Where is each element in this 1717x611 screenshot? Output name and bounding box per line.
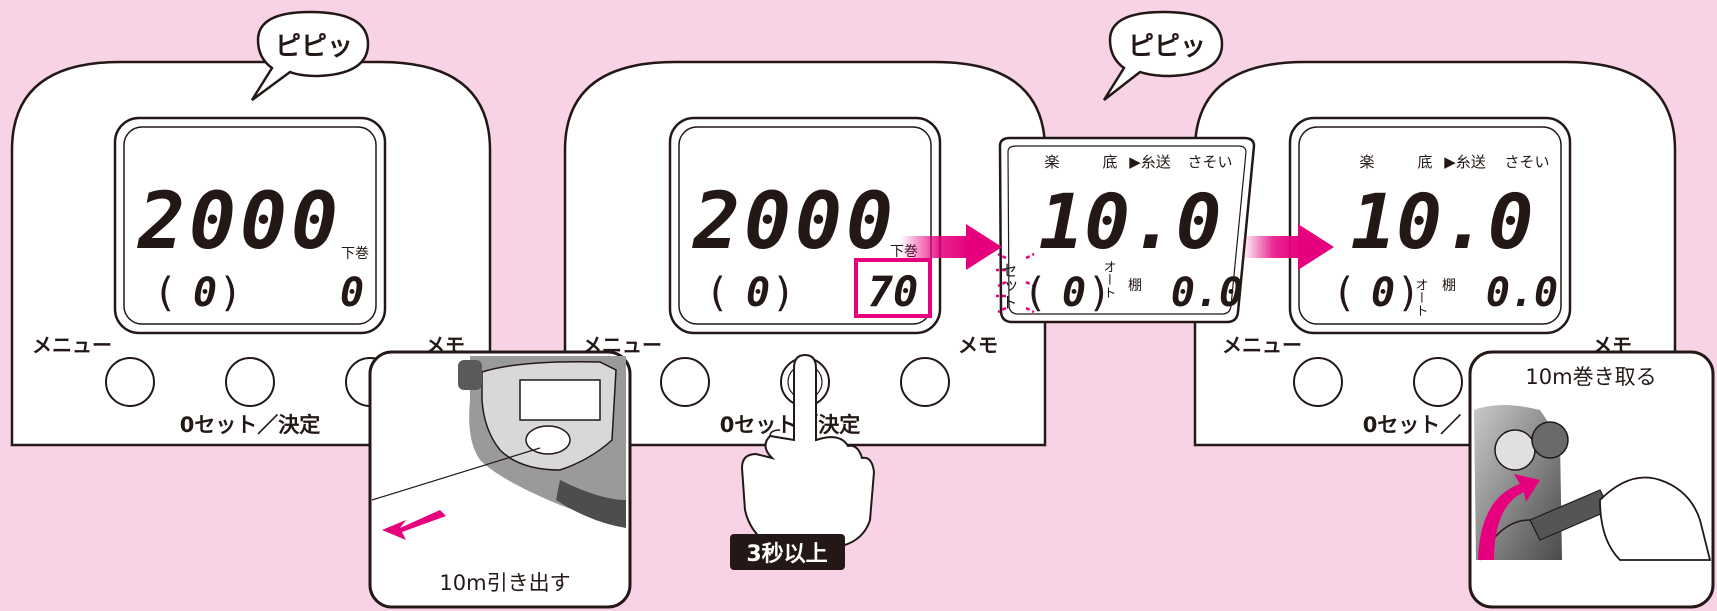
lcd-sub-label: 下巻 [341,246,369,262]
lcd-zoom-panel-3: 楽 底 ▶糸送 さそい 10.0 セット ( 0 ) オート 棚 0.0 [996,136,1256,324]
lcd-top-label-sasoi: さそい [1187,153,1232,171]
lcd-paren-open: ( [158,270,174,316]
set-button[interactable] [1413,357,1463,407]
lcd-paren-close: ) [222,270,238,316]
lcd-paren-value: 0 [1371,270,1395,316]
fishing-reel-icon [458,356,626,528]
lcd-paren-open: ( [710,270,726,316]
speech-bubble-icon: ピピッ [1102,10,1224,101]
device-panel-1: 2000 下巻 ( 0 ) 0 メニュー メモ 0セット／決定 [10,60,492,447]
lcd-main-value: 10.0 [1350,177,1533,266]
lcd-paren-close: ) [775,270,791,316]
lcd-tana-label: 棚 [1128,278,1142,294]
device-panel-2: 2000 下巻 ( 0 ) 70 メニュー メモ 0セット／決定 [563,60,1047,447]
lcd-top-label-itookuri: ▶糸送 [1129,153,1171,171]
lcd-auto-label: オート [1413,278,1428,317]
lcd-right-value: 0.0 [1171,270,1243,316]
memo-button-label: メモ [958,333,998,357]
lcd-right-value: 0 [340,270,364,316]
pull-arrow-icon [382,510,446,540]
inset-right-caption: 10m巻き取る [1525,365,1656,389]
lcd-paren-open: ( [1337,270,1353,316]
lcd-paren-value: 0 [193,270,217,316]
lcd-top-label-raku: 楽 [1359,153,1374,171]
lcd-main-value: 2000 [691,177,897,267]
device-panel-4: 楽 底 ▶糸送 さそい 10.0 ( 0 ) オート 棚 0.0 メニュー メモ… [1193,60,1677,447]
finger-press-icon [740,353,876,549]
beep-text: ピピッ [275,32,353,62]
lcd-paren-close: ) [1091,270,1107,316]
lcd-side-label: セット [999,262,1018,310]
highlight-box [854,258,932,318]
menu-button[interactable] [1293,357,1343,407]
lcd-right-value: 70 [868,267,919,316]
menu-button-label: メニュー [32,333,112,357]
set-button-label: 0セット／決定 [180,413,321,437]
inset-left-caption: 10m引き出す [439,571,570,595]
lcd-screen-1: 2000 下巻 ( 0 ) 0 [113,116,387,335]
lcd-main-value: 10.0 [1038,177,1221,266]
set-button-label: 0セット／決定 [720,413,861,437]
lcd-main-value: 2000 [136,177,342,267]
menu-button[interactable] [660,357,710,407]
duration-badge: 3秒以上 [730,534,845,570]
memo-button[interactable] [900,357,950,407]
lcd-screen-2: 2000 下巻 ( 0 ) 70 [668,116,942,335]
lcd-top-label-soko: 底 [1102,153,1117,171]
arrow-right-icon [900,224,1002,270]
lcd-tana-label: 棚 [1442,278,1456,294]
duration-text: 3秒以上 [746,542,827,567]
lcd-paren-close: ) [1400,270,1416,316]
lcd-top-label-soko: 底 [1417,153,1432,171]
lcd-auto-label: オート [1101,260,1116,299]
lcd-top-label-sasoi: さそい [1504,153,1549,171]
arrow-right-icon [1242,224,1334,270]
lcd-paren-open: ( [1028,270,1044,316]
blink-indicator-icon [996,252,1035,314]
inset-reel-in: 10m巻き取る [1468,350,1715,609]
hand-icon [1599,476,1712,561]
speech-bubble-icon: ピピッ [250,10,370,102]
lcd-top-label-raku: 楽 [1044,153,1059,171]
menu-button[interactable] [105,357,155,407]
menu-button-label: メニュー [1222,333,1302,357]
set-button-label: 0セット／ [1363,413,1462,437]
rotate-arrow-icon [1478,474,1540,560]
lcd-paren-value: 0 [746,270,770,316]
lcd-right-value: 0.0 [1486,270,1558,316]
inset-pull-line: 10m引き出す [368,350,632,609]
lcd-screen-4: 楽 底 ▶糸送 さそい 10.0 ( 0 ) オート 棚 0.0 [1288,116,1572,335]
set-button[interactable] [225,357,275,407]
lcd-top-label-itookuri: ▶糸送 [1444,153,1486,171]
lcd-paren-value: 0 [1062,270,1086,316]
beep-text: ピピッ [1128,32,1206,62]
